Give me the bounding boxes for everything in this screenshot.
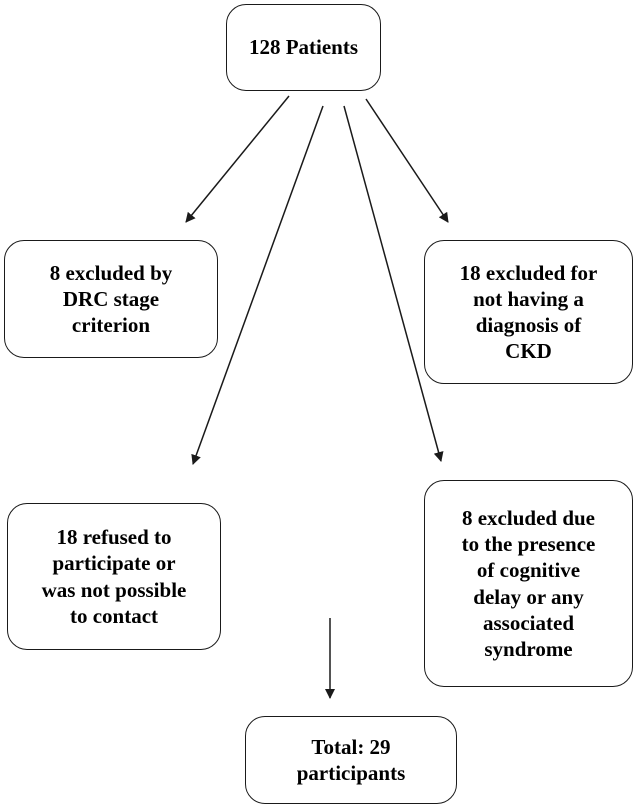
arrow-to-refused bbox=[191, 105, 324, 465]
excluded-drc-label: 8 excluded by DRC stage criterion bbox=[49, 260, 173, 338]
excluded-cognitive-box: 8 excluded due to the presence of cognit… bbox=[424, 480, 633, 687]
refused-label: 18 refused to participate or was not pos… bbox=[41, 525, 187, 628]
excluded-cognitive-label: 8 excluded due to the presence of cognit… bbox=[461, 505, 596, 661]
refused-box: 18 refused to participate or was not pos… bbox=[7, 503, 221, 650]
total-label: Total: 29 participants bbox=[296, 734, 406, 785]
patients-box: 128 Patients bbox=[226, 4, 381, 91]
arrow-to-excluded-ckd bbox=[365, 98, 449, 223]
patients-label: 128 Patients bbox=[248, 35, 359, 60]
arrow-to-excluded-drc bbox=[185, 95, 290, 223]
total-box: Total: 29 participants bbox=[245, 716, 457, 804]
excluded-drc-box: 8 excluded by DRC stage criterion bbox=[4, 240, 218, 358]
excluded-ckd-box: 18 excluded for not having a diagnosis o… bbox=[424, 240, 633, 384]
arrow-to-excluded-cognitive bbox=[343, 105, 444, 462]
excluded-ckd-label: 18 excluded for not having a diagnosis o… bbox=[459, 260, 598, 364]
